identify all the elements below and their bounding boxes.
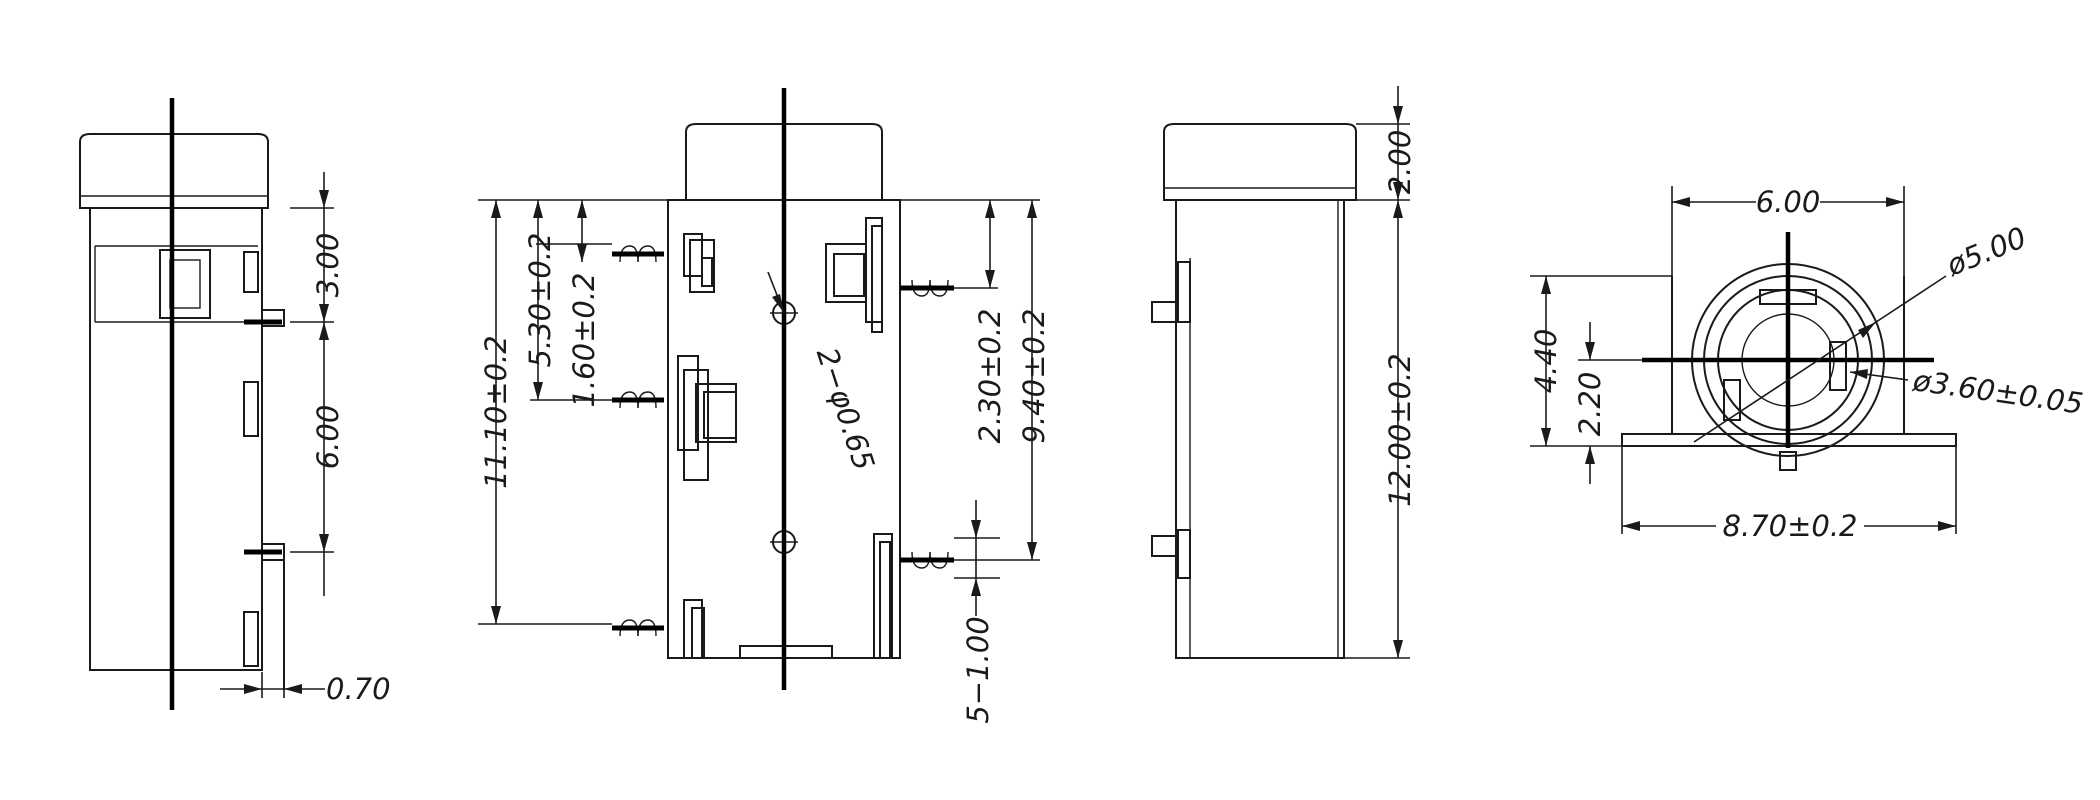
top-view-dimensions: 6.00 ø5.00 4.40 2.20 ø3.60±0.05 8.70±0.2 (1529, 185, 2085, 543)
dim-front-pin-pitch: 5−1.00 (961, 616, 995, 723)
dim-front-11-10: 11.10±0.2 (479, 335, 513, 488)
rear-view (1151, 123, 1357, 659)
dim-top-8-70: 8.70±0.2 (1723, 509, 1858, 543)
dim-top-6-00: 6.00 (1756, 185, 1821, 219)
dim-front-2-30: 2.30±0.2 (973, 309, 1007, 444)
dim-rear-12-00: 12.00±0.2 (1383, 353, 1417, 506)
dim-side-3-00: 3.00 (311, 233, 345, 298)
side-view-dimensions: 3.00 6.00 0.70 (220, 172, 391, 706)
side-view (79, 98, 285, 710)
dim-rear-2-00: 2.00 (1383, 130, 1417, 195)
dim-front-1-60: 1.60±0.2 (567, 273, 601, 408)
top-view (1621, 232, 1957, 471)
dim-front-hole-spec: 2−φ0.65 (810, 344, 881, 475)
dim-top-outer-diameter: ø5.00 (1941, 220, 2031, 283)
dim-top-inner-diameter: ø3.60±0.05 (1910, 363, 2085, 421)
front-view (612, 88, 954, 690)
dim-side-6-00: 6.00 (311, 405, 345, 470)
dim-top-2-20: 2.20 (1573, 372, 1607, 437)
dim-side-0-70: 0.70 (326, 672, 391, 706)
dim-front-5-30: 5.30±0.2 (523, 233, 557, 368)
dim-front-9-40: 9.40±0.2 (1017, 309, 1051, 444)
rear-view-dimensions: 2.00 12.00±0.2 (1344, 86, 1417, 659)
dim-top-4-40: 4.40 (1529, 329, 1563, 394)
